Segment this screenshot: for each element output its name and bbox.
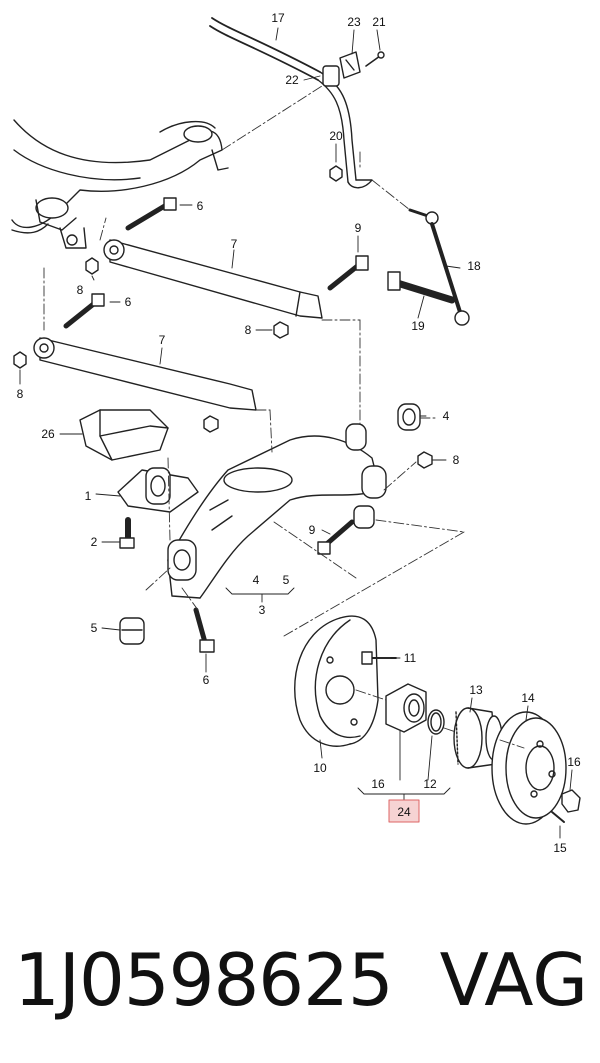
callout-1: 1 [85, 489, 92, 503]
backing-plate [294, 615, 379, 747]
callout-8-b: 8 [245, 323, 252, 337]
callout-6-middle: 6 [125, 295, 132, 309]
axle-beam [167, 435, 381, 599]
callout-labels: 17 23 21 22 20 6 7 9 18 8 6 19 8 7 8 4 2… [17, 11, 581, 855]
callout-8-c: 8 [17, 387, 24, 401]
callout-12: 12 [423, 777, 437, 791]
mount-bracket-1 [117, 467, 199, 513]
callout-19: 19 [411, 319, 425, 333]
assembly-lines [43, 85, 525, 749]
nut-20 [329, 165, 343, 182]
bolt-6-lower [193, 607, 215, 653]
nut-8-e [417, 451, 433, 469]
stabilizer-bar [209, 17, 373, 189]
highlight-box [388, 799, 420, 823]
coupling-link [408, 208, 470, 326]
nut-8-a [85, 257, 99, 275]
callout-17: 17 [271, 11, 285, 25]
nut-8-c [13, 351, 27, 369]
bolt-6-upper [125, 197, 177, 231]
exploded-parts-diagram: 17 23 21 22 20 6 7 9 18 8 6 19 8 7 8 4 2… [11, 11, 581, 855]
callout-16: 16 [371, 777, 385, 791]
callout-4-axle: 4 [253, 573, 260, 587]
buffer-26 [79, 409, 169, 461]
footer: 1J0598625 VAG [0, 925, 600, 1035]
control-arm-upper [103, 239, 323, 319]
callout-9-lower: 9 [309, 523, 316, 537]
bolt-9-lower [317, 519, 355, 555]
callout-4-top: 4 [443, 409, 450, 423]
bush-4-arm [345, 423, 387, 529]
nut-8-b [273, 321, 289, 339]
callout-26: 26 [41, 427, 55, 441]
callout-20: 20 [329, 129, 343, 143]
circlip-12 [427, 709, 445, 735]
bolt-2 [119, 517, 135, 549]
callout-2: 2 [91, 535, 98, 549]
stabilizer-clamp [322, 51, 361, 87]
callout-9-upper: 9 [355, 221, 362, 235]
callout-10: 10 [313, 761, 327, 775]
control-arm-lower [33, 337, 257, 411]
bolt-21 [365, 51, 385, 67]
callout-18: 18 [467, 259, 481, 273]
brake-disc [491, 711, 567, 825]
callout-24-highlighted: 24 [397, 805, 411, 819]
subframe [11, 119, 229, 249]
wheel-bearing [385, 683, 427, 733]
bolt-19 [387, 271, 456, 304]
callout-16-hub: 16 [567, 755, 581, 769]
bolt-6-middle [63, 293, 105, 329]
callout-22: 22 [285, 73, 299, 87]
callout-6-bottom: 6 [203, 673, 210, 687]
callout-23: 23 [347, 15, 361, 29]
bush-4-top [397, 403, 421, 431]
leader-lines [19, 27, 573, 839]
callout-7-lower: 7 [159, 333, 166, 347]
bolt-11 [361, 651, 397, 665]
callout-8-e: 8 [453, 453, 460, 467]
bolt-9-upper [327, 255, 369, 291]
callout-15: 15 [553, 841, 567, 855]
callout-5-axle: 5 [283, 573, 290, 587]
part-number: 1J0598625 [14, 938, 394, 1022]
callout-8-a: 8 [77, 283, 84, 297]
trailing-bush-5 [119, 617, 145, 645]
callout-7-upper: 7 [231, 237, 238, 251]
brand-name: VAG [439, 938, 588, 1022]
callout-6-top: 6 [197, 199, 204, 213]
callout-11: 11 [404, 651, 417, 665]
callout-21: 21 [372, 15, 386, 29]
callout-3: 3 [259, 603, 266, 617]
callout-13: 13 [469, 683, 483, 697]
callout-5: 5 [91, 621, 98, 635]
screw-15 [551, 811, 565, 823]
callout-14: 14 [521, 691, 535, 705]
hub-nut-16 [561, 789, 581, 813]
nut-8-d [203, 415, 219, 433]
